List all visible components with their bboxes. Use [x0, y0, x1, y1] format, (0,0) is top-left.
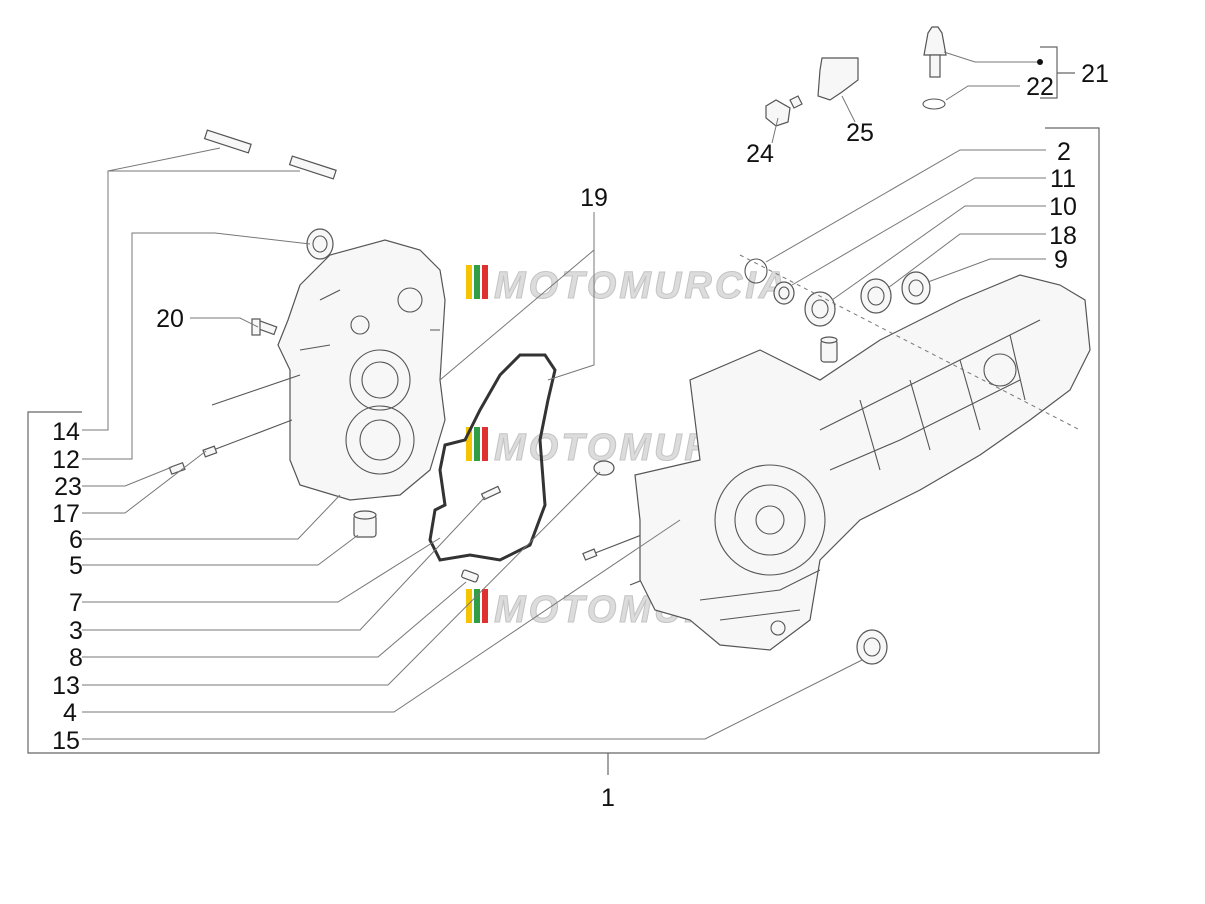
- label-25: 25: [846, 119, 874, 147]
- stud-14-a: [203, 129, 252, 154]
- bearing-10: [804, 291, 836, 327]
- bearing-18: [860, 278, 892, 314]
- bolt-20: [251, 318, 278, 336]
- watermark-stripe-yellow: [466, 265, 472, 299]
- bushing: [820, 336, 838, 363]
- o-ring-22: [922, 98, 946, 110]
- watermark-stripe-green: [474, 589, 480, 623]
- label-20: 20: [156, 305, 184, 333]
- clip-24: [765, 95, 803, 127]
- reference-labels: 1 2 3 4 5 6 7 8 9 10 11 12 13 14 15 17 1…: [52, 60, 1109, 812]
- bearing-13: [593, 460, 615, 476]
- watermark-stripe-red: [482, 589, 488, 623]
- right-crankcase-half: [634, 274, 1091, 651]
- leader-5: [82, 534, 359, 566]
- label-10: 10: [1049, 193, 1077, 221]
- leader-17: [82, 450, 207, 514]
- leader-20: [190, 317, 259, 328]
- label-12: 12: [52, 446, 80, 474]
- oil-seal-15: [856, 629, 888, 665]
- leader-12: [82, 232, 311, 460]
- leader-18: [887, 233, 1046, 289]
- label-1: 1: [601, 784, 615, 812]
- watermark-1: MOTOMURCIA: [466, 265, 789, 308]
- label-3: 3: [69, 617, 83, 645]
- leader-13: [82, 471, 601, 686]
- stud-17: [202, 374, 301, 458]
- label-24: 24: [746, 140, 774, 168]
- label-6: 6: [69, 526, 83, 554]
- watermark-stripe-yellow: [466, 589, 472, 623]
- leader-3: [82, 496, 486, 631]
- leader-23: [82, 466, 173, 487]
- leader-25: [841, 95, 856, 123]
- leader-21-dot: [1037, 59, 1043, 65]
- label-15: 15: [52, 727, 80, 755]
- watermark-stripe-red: [482, 427, 488, 461]
- leader-8: [82, 581, 467, 658]
- label-19: 19: [580, 184, 608, 212]
- label-17: 17: [52, 500, 80, 528]
- label-2: 2: [1057, 138, 1071, 166]
- leader-2: [765, 149, 1046, 263]
- leader-19-branch: [439, 249, 595, 381]
- label-13: 13: [52, 672, 80, 700]
- bracket-25: [817, 57, 859, 101]
- leader-22: [945, 85, 1020, 101]
- watermark-stripe-red: [482, 265, 488, 299]
- label-22: 22: [1026, 73, 1054, 101]
- leader-9: [927, 258, 1046, 283]
- leader-6: [82, 494, 341, 540]
- gasket-19: [428, 353, 557, 562]
- leader-7: [82, 537, 441, 603]
- leader-14: [82, 170, 300, 431]
- label-23: 23: [54, 473, 82, 501]
- label-8: 8: [69, 644, 83, 672]
- label-5: 5: [69, 552, 83, 580]
- label-21: 21: [1081, 60, 1109, 88]
- leader-11: [791, 177, 1046, 286]
- dowel-3: [480, 485, 502, 501]
- oil-seal-12: [306, 228, 334, 260]
- leader-lines: [82, 51, 1081, 740]
- watermark-text: MOTOMURCIA: [494, 265, 789, 307]
- label-14: 14: [52, 418, 80, 446]
- watermark-stripe-yellow: [466, 427, 472, 461]
- bearing-11: [773, 281, 795, 305]
- label-18: 18: [1049, 222, 1077, 250]
- watermark-stripe-green: [474, 265, 480, 299]
- leader-19: [547, 212, 595, 381]
- circlip-2: [744, 258, 768, 284]
- leader-15: [82, 659, 863, 740]
- leader-14-branch: [107, 147, 221, 172]
- bearing-9: [901, 271, 931, 305]
- leader-10: [831, 205, 1046, 301]
- crankcase-assembly-bracket: [27, 127, 1100, 754]
- plug-5: [353, 510, 377, 538]
- dowel-8: [461, 569, 479, 583]
- label-9: 9: [1054, 246, 1068, 274]
- label-4: 4: [63, 699, 77, 727]
- dipstick-21: [923, 26, 947, 78]
- label-7: 7: [69, 589, 83, 617]
- watermark-stripe-green: [474, 427, 480, 461]
- left-crankcase-half-6: [277, 239, 446, 501]
- label-11: 11: [1050, 165, 1076, 193]
- stud-14-b: [288, 155, 337, 180]
- leader-21-dipstick: [943, 51, 1040, 63]
- leader-24: [771, 117, 779, 144]
- leader-4: [82, 519, 681, 713]
